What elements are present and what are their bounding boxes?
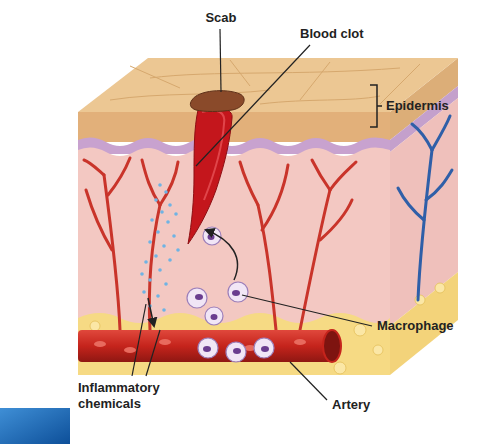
- leader-lines: [132, 29, 372, 400]
- corner-block: [0, 408, 70, 444]
- epidermis-label: Epidermis: [386, 98, 496, 114]
- macrophage-label: Macrophage: [377, 318, 497, 334]
- artery-label: Artery: [332, 397, 432, 413]
- chemical-arrow: [148, 298, 154, 326]
- dermis: [78, 147, 390, 330]
- chemical-dots: [140, 183, 180, 312]
- artery-tube: [78, 330, 332, 362]
- capillaries: [84, 158, 356, 330]
- subcutaneous-fat: [78, 313, 390, 375]
- migration-arrow: [206, 230, 238, 280]
- chemicals-label: Inflammatory chemicals: [78, 380, 182, 412]
- epidermis-front: [78, 112, 390, 142]
- epidermis-bracket: [370, 85, 382, 127]
- surface-wrinkles: [110, 60, 420, 104]
- macrophages: [187, 227, 274, 362]
- blood-clot-label: Blood clot: [300, 26, 410, 42]
- scab-label: Scab: [195, 10, 247, 26]
- artery-opening: [323, 330, 341, 362]
- basal-layer: [78, 137, 390, 154]
- vein: [398, 116, 452, 300]
- scab-shape: [190, 91, 244, 112]
- blood-clot: [188, 107, 232, 244]
